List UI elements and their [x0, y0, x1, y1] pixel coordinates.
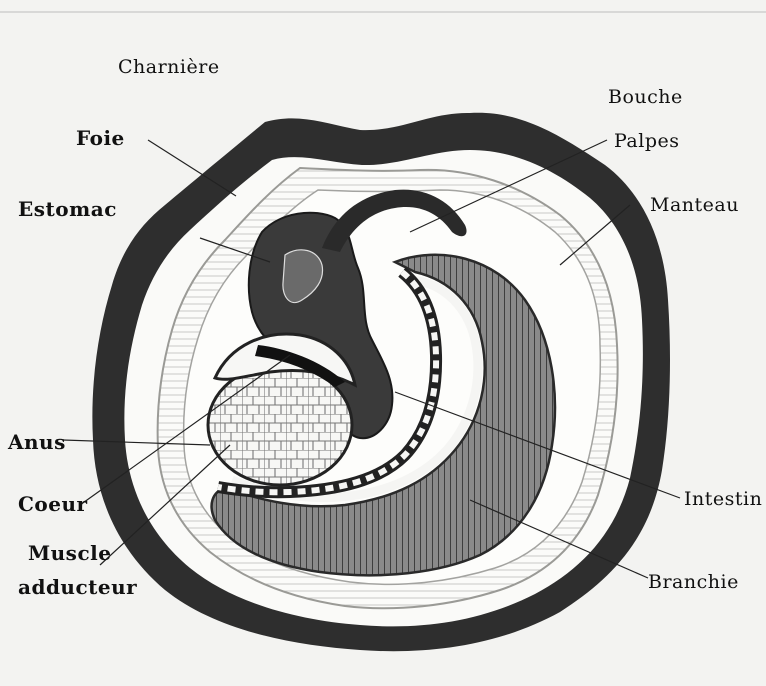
label-intestin: Intestin	[684, 490, 762, 509]
label-muscle: Muscle	[28, 543, 111, 563]
label-branchie: Branchie	[648, 573, 739, 592]
label-manteau: Manteau	[650, 196, 739, 215]
label-bouche: Bouche	[608, 88, 683, 107]
label-foie: Foie	[76, 128, 125, 148]
label-adducteur: adducteur	[18, 577, 137, 597]
label-palpes: Palpes	[614, 132, 680, 151]
label-anus: Anus	[8, 432, 66, 452]
label-charniere: Charnière	[118, 58, 220, 77]
label-coeur: Coeur	[18, 494, 88, 514]
label-estomac: Estomac	[18, 199, 117, 219]
